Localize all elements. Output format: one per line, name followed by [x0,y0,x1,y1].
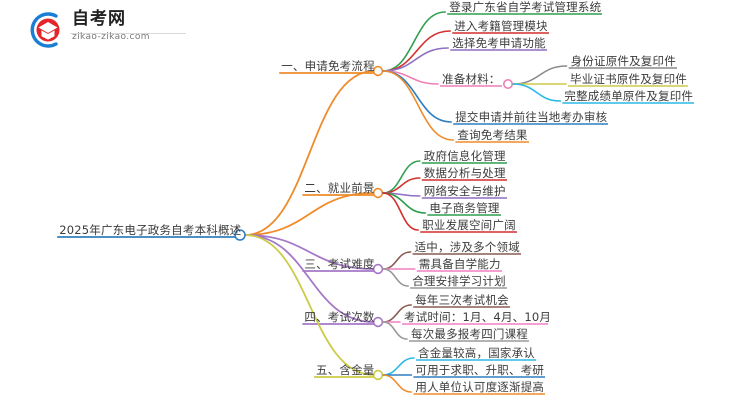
node-label[interactable]: 可用于求职、升职、考研 [415,363,545,377]
connector-curve [244,70,375,236]
node-label[interactable]: 每次最多报考四门课程 [411,327,528,341]
connector-curve [382,357,415,376]
connector-curve [382,251,412,270]
connector-curve [512,83,562,102]
connector-curve [382,177,421,194]
logo-text: 自考网 zikao-zikao.com [72,9,150,43]
connector-curve [244,234,375,376]
node-label[interactable]: 毕业证书原件及复印件 [570,72,687,86]
node-label[interactable]: 准备材料： [442,72,501,86]
node-hub[interactable] [372,187,384,199]
node-label[interactable]: 身份证原件及复印件 [570,54,676,68]
logo-name: 自考网 [72,9,126,29]
node-label[interactable]: 每年三次考试机会 [415,293,509,307]
connector-curve [382,268,409,287]
node-label[interactable]: 登录广东省自学考试管理系统 [449,0,602,14]
node-label[interactable]: 用人单位认可度逐渐提高 [415,380,545,394]
node-label[interactable]: 含金量较高，国家承认 [418,346,535,360]
node-label[interactable]: 进入考籍管理模块 [454,19,548,33]
connector-curve [382,47,449,72]
node-hub[interactable] [372,369,384,381]
node-label[interactable]: 三、考试难度 [304,257,375,271]
node-label[interactable]: 考试时间：1月、4月、10月 [404,310,552,324]
logo-divider [70,33,186,34]
connector-curve [382,160,421,194]
node-label[interactable]: 适中，涉及多个领域 [414,240,520,254]
node-label[interactable]: 完整成绩单原件及复印件 [564,89,694,103]
logo-icon [30,12,60,48]
connector-curve [382,70,452,123]
node-label[interactable]: 四、考试次数 [304,310,375,324]
node-label[interactable]: 职业发展空间广阔 [422,218,516,232]
node-label[interactable]: 政府信息化管理 [423,149,506,163]
node-label[interactable]: 一、申请免考流程 [281,59,375,73]
node-label[interactable]: 数据分析与处理 [423,166,506,180]
node-label[interactable]: 查询免考结果 [457,128,528,142]
connector-curve [382,321,408,340]
connector-curve [244,234,375,270]
node-label[interactable]: 提交申请并前往当地考办审核 [455,110,608,124]
connector-curve [382,374,413,393]
node-hub[interactable] [234,229,246,241]
connector-curve [512,65,568,85]
connector-curve [244,234,375,323]
node-label[interactable]: 合理安排学习计划 [412,274,506,288]
connector-curve [382,11,446,72]
root-node-label[interactable]: 2025年广东电子政务自考本科概述 [59,223,242,237]
node-label[interactable]: 选择免考申请功能 [452,36,546,50]
node-label[interactable]: 网络安全与维护 [423,184,506,198]
connector-curve [382,70,455,141]
node-label[interactable]: 二、就业前景 [304,181,375,195]
node-label[interactable]: 电子商务管理 [429,201,500,215]
connector-curve [382,192,419,231]
site-logo: 自考网 zikao-zikao.com [26,8,186,52]
node-label[interactable]: 需具备自学能力 [418,257,501,271]
node-label[interactable]: 五、含金量 [316,363,375,377]
node-hub[interactable] [502,79,513,90]
logo-domain: zikao-zikao.com [72,32,150,42]
